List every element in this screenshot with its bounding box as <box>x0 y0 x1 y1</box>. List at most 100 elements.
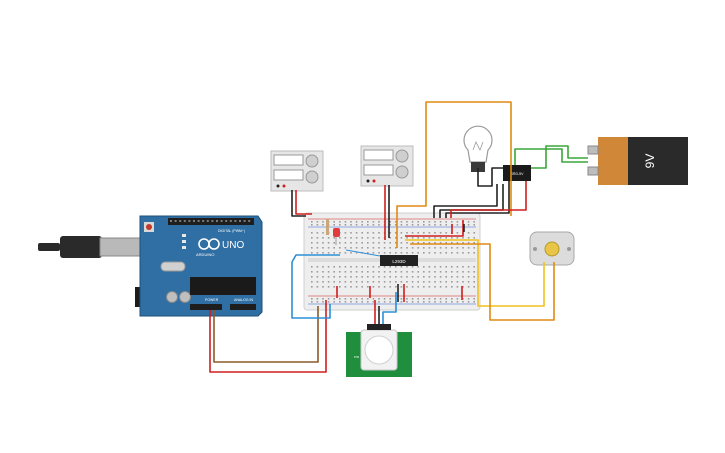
wire-green-battery-positive[interactable] <box>531 145 588 169</box>
red-led[interactable] <box>333 228 340 245</box>
header-pin[interactable] <box>193 220 195 222</box>
terminal-hole <box>311 237 313 239</box>
terminal-hole <box>316 247 319 249</box>
wire-signal-blue[interactable] <box>291 254 340 319</box>
wire-pir-signal[interactable] <box>382 292 397 324</box>
power-rail-hole <box>361 221 363 223</box>
power-supply-left-knob-voltage[interactable] <box>305 154 319 168</box>
wire-black-3[interactable] <box>445 181 510 218</box>
wire-green-battery-negative[interactable] <box>514 148 588 165</box>
power-supply-right-knob-voltage[interactable] <box>395 149 409 163</box>
header-pin[interactable] <box>188 220 191 222</box>
wire-arduino-5v[interactable] <box>209 300 327 373</box>
header-pin[interactable] <box>211 220 214 222</box>
power-supply-left-terminal-negative[interactable] <box>276 184 280 188</box>
terminal-hole <box>355 237 358 239</box>
wire-left-supply-negative[interactable] <box>291 190 306 217</box>
header-pin[interactable] <box>216 220 218 222</box>
header-pin[interactable] <box>179 220 182 222</box>
l293d-motor-driver[interactable]: L293D <box>380 255 418 266</box>
power-supply-left-terminal-positive[interactable] <box>282 184 286 188</box>
wire-orange-bulb[interactable] <box>396 101 512 248</box>
power-supply-left[interactable] <box>270 150 324 192</box>
power-rail-hole <box>467 221 470 223</box>
terminal-hole <box>361 271 363 273</box>
terminal-hole <box>367 271 369 273</box>
power-rail-hole <box>355 224 358 226</box>
wire-motor-yellow[interactable] <box>405 239 545 307</box>
terminal-hole <box>411 266 414 268</box>
terminal-hole <box>473 276 475 278</box>
header-pin[interactable] <box>170 220 172 222</box>
wire-driver-power[interactable] <box>405 220 464 237</box>
terminal-hole <box>350 271 352 273</box>
terminal-hole <box>428 242 431 244</box>
wire-left-supply-positive[interactable] <box>295 190 312 215</box>
header-pin[interactable] <box>183 220 186 222</box>
power-rail-hole <box>423 298 425 300</box>
terminal-hole <box>333 237 335 239</box>
power-rail-hole <box>355 221 358 223</box>
terminal-hole <box>367 242 369 244</box>
terminal-hole <box>339 271 341 273</box>
header-pin[interactable] <box>248 220 251 222</box>
arduino-uno-board[interactable]: DIGITAL (PWM~) UNO ARDUINO POWER ANALOG … <box>38 215 263 317</box>
power-supply-left-knob-current[interactable] <box>305 170 319 184</box>
relay[interactable]: SRD-5V <box>503 165 531 181</box>
wire-motor-orange[interactable] <box>410 243 555 321</box>
terminal-hole <box>417 232 419 234</box>
header-pin[interactable] <box>243 220 246 222</box>
wire-red-relay[interactable] <box>450 181 527 218</box>
terminal-hole <box>322 286 324 288</box>
terminal-hole <box>400 232 403 234</box>
terminal-hole <box>361 266 363 268</box>
header-pin[interactable] <box>174 220 177 222</box>
terminal-hole <box>411 276 414 278</box>
terminal-hole <box>428 252 431 254</box>
power-supply-right-terminal-positive[interactable] <box>372 179 376 183</box>
terminal-hole <box>445 242 447 244</box>
battery-9v[interactable]: 9V <box>587 137 688 185</box>
header-pin[interactable] <box>206 220 209 222</box>
wire-black-1[interactable] <box>433 184 498 218</box>
terminal-hole <box>451 237 453 239</box>
capacitor-2 <box>179 291 191 303</box>
terminal-hole <box>311 281 313 283</box>
header-pin[interactable] <box>239 220 241 222</box>
header-pin[interactable] <box>197 220 200 222</box>
power-rail-hole <box>339 301 341 303</box>
terminal-hole <box>423 237 425 239</box>
terminal-hole <box>406 252 408 254</box>
power-supply-right[interactable] <box>360 145 414 187</box>
terminal-hole <box>316 271 319 273</box>
wire-led-signal[interactable] <box>345 249 381 257</box>
wire-bulb-to-relay[interactable] <box>477 167 503 187</box>
dc-motor[interactable] <box>529 231 575 266</box>
light-bulb[interactable] <box>463 125 493 172</box>
header-pin[interactable] <box>202 220 205 222</box>
power-rail-hole <box>445 221 447 223</box>
terminal-hole <box>361 242 363 244</box>
terminal-hole <box>372 286 375 288</box>
terminal-hole <box>327 266 330 268</box>
pir-sensor[interactable]: PIR <box>346 324 412 377</box>
wire-arduino-gnd[interactable] <box>213 306 319 363</box>
terminal-hole <box>428 271 431 273</box>
terminal-hole <box>355 286 358 288</box>
header-pin[interactable] <box>220 220 223 222</box>
terminal-hole <box>322 237 324 239</box>
terminal-hole <box>367 237 369 239</box>
header-pin[interactable] <box>234 220 237 222</box>
terminal-hole <box>406 247 408 249</box>
power-supply-right-terminal-negative[interactable] <box>366 179 370 183</box>
terminal-hole <box>355 247 358 249</box>
battery-terminal-bottom <box>587 166 599 176</box>
header-pin[interactable] <box>229 220 232 222</box>
header-pin[interactable] <box>225 220 228 222</box>
power-supply-right-knob-current[interactable] <box>395 165 409 179</box>
terminal-hole <box>316 276 319 278</box>
terminal-hole <box>389 247 391 249</box>
power-rail-hole <box>451 298 453 300</box>
resistor[interactable] <box>326 219 329 235</box>
